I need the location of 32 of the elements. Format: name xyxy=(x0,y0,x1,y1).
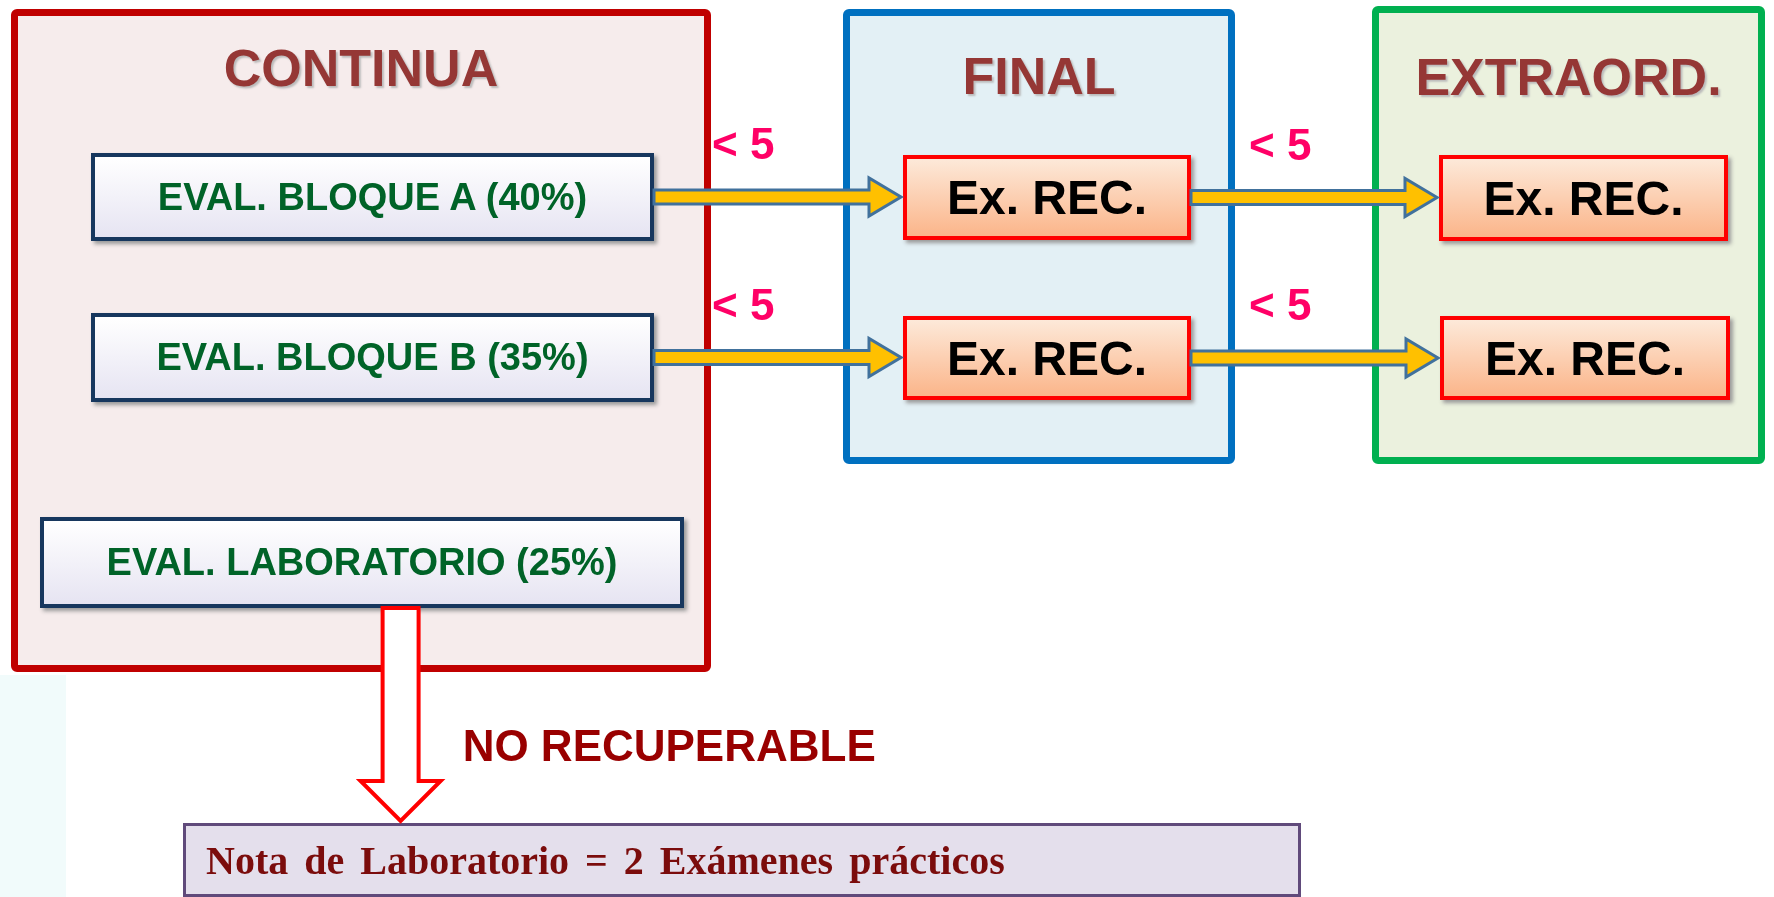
edge-label: < 5 xyxy=(712,279,775,330)
formula-box xyxy=(183,823,1301,897)
column-title: EXTRAORD. xyxy=(1414,47,1723,107)
exam-box xyxy=(1439,155,1728,241)
edge-label: < 5 xyxy=(712,119,775,169)
column-title: FINAL xyxy=(961,46,1117,106)
evaluation-box xyxy=(40,517,684,608)
column-title: CONTINUA xyxy=(222,38,500,98)
box-label: EVAL. LABORATORIO (25%) xyxy=(106,541,618,584)
arrow xyxy=(652,175,904,219)
exam-box xyxy=(1440,316,1730,400)
evaluation-box xyxy=(91,313,654,402)
hollow-arrow xyxy=(355,606,446,824)
container-panel xyxy=(11,9,711,672)
evaluation-box xyxy=(91,153,654,241)
exam-box xyxy=(903,316,1191,400)
arrow xyxy=(1189,336,1441,380)
container-panel xyxy=(843,9,1235,464)
box-label: Ex. REC. xyxy=(1483,170,1684,226)
arrow xyxy=(652,335,904,380)
edge-label: < 5 xyxy=(1249,119,1312,170)
edge-label: NO RECUPERABLE xyxy=(462,721,876,771)
container-panel xyxy=(1372,6,1765,464)
box-label: EVAL. BLOQUE A (40%) xyxy=(157,175,588,219)
arrow xyxy=(1189,175,1440,220)
edge-label: < 5 xyxy=(1249,280,1312,330)
exam-box xyxy=(903,155,1191,240)
box-label: EVAL. BLOQUE B (35%) xyxy=(156,336,589,379)
formula-text: Nota de Laboratorio = 2 Exámenes prácticos xyxy=(206,836,1005,884)
box-label: Ex. REC. xyxy=(1484,330,1686,386)
box-label: Ex. REC. xyxy=(946,170,1148,225)
box-label: Ex. REC. xyxy=(946,330,1148,386)
